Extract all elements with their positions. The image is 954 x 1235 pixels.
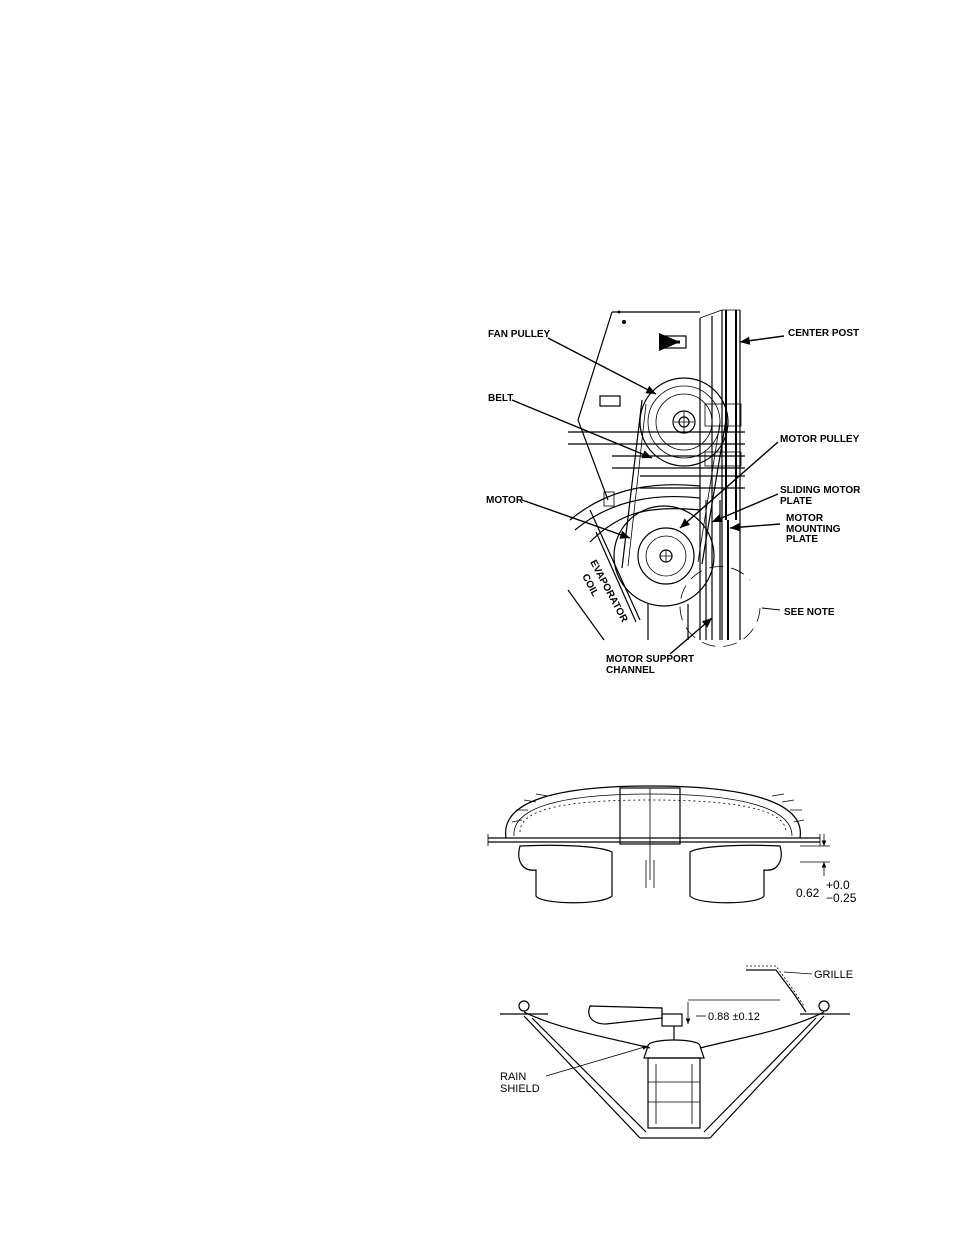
housing-label-plate (599, 395, 621, 407)
housing-outline (577, 311, 700, 501)
fan-blade (588, 1005, 663, 1025)
label-center-post: CENTER POST (788, 328, 859, 339)
mount-bolt-right (818, 1000, 830, 1012)
label-motor-support-channel: MOTOR SUPPORT (606, 654, 694, 665)
fan-blade-right (689, 844, 782, 904)
fan-blade-left (518, 844, 613, 904)
evaporator-coil (567, 509, 641, 641)
fan-pulley (639, 377, 729, 467)
dome-ribs (511, 793, 805, 823)
label-motor-mounting-plate: MOTOR (786, 513, 824, 524)
fan-hub (661, 1013, 683, 1027)
housing-screw (622, 320, 626, 324)
tolerance-minus: −0.25 (826, 891, 857, 905)
label-see-note: SEE NOTE (784, 607, 835, 618)
wire-support-frame (523, 1011, 825, 1139)
label-motor: MOTOR (486, 495, 524, 506)
refrigerant-tubing (569, 484, 701, 543)
label-rain: RAIN (500, 1071, 526, 1083)
belt-drive-figure: FAN PULLEY CENTER POST BELT MOTOR PULLEY… (486, 309, 861, 676)
dimension-value: 0.62 (796, 886, 820, 900)
label-sliding-motor-plate: SLIDING MOTOR (780, 485, 861, 496)
label-motor-pulley: MOTOR PULLEY (780, 434, 860, 445)
label-shield: SHIELD (500, 1083, 540, 1095)
fan-base-plate (488, 837, 820, 843)
label-motor-support-channel-2: CHANNEL (606, 665, 655, 676)
label-motor-mounting-plate-3: PLATE (786, 534, 818, 545)
mounting-rails (568, 403, 745, 489)
rain-shield-motor (643, 1026, 705, 1129)
center-post (699, 309, 741, 640)
rain-shield-leader (545, 1045, 649, 1077)
motor (613, 505, 715, 640)
dimension-0-62 (800, 834, 830, 876)
fan-dome (505, 785, 801, 839)
rain-shield-figure: GRILLE 0.88 ±0.12 (500, 965, 853, 1139)
leader-lines (511, 335, 785, 655)
housing-screw (617, 310, 621, 314)
label-sliding-motor-plate-2: PLATE (780, 496, 812, 507)
label-grille: GRILLE (814, 969, 853, 981)
fan-grille-figure: 0.62 +0.0 −0.25 (487, 785, 857, 905)
motor-support-channel (705, 500, 729, 640)
grille (746, 965, 807, 1013)
label-belt: BELT (488, 393, 513, 404)
dimension-0-88: 0.88 ±0.12 (708, 1011, 760, 1023)
tolerance-plus: +0.0 (826, 878, 850, 892)
label-fan-pulley: FAN PULLEY (488, 329, 551, 340)
label-motor-mounting-plate-2: MOUNTING (786, 524, 841, 535)
mount-bolt-left (518, 1000, 530, 1012)
see-note-circle (679, 566, 761, 647)
